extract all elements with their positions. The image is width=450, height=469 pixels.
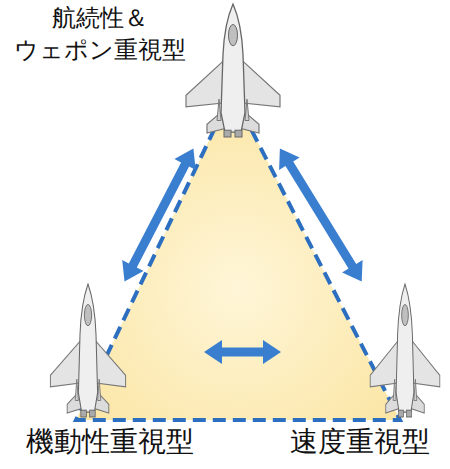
trade-off-triangle [76, 92, 400, 420]
aircraft-illustration [370, 284, 440, 417]
aircraft-illustration [50, 284, 125, 417]
trade-off-arrow [204, 340, 281, 364]
aircraft-type-node: 航続性＆ ウェポン重視型 [5, 0, 285, 145]
type-label: 機動性重視型 [20, 423, 200, 461]
type-label: 速度重視型 [285, 423, 435, 461]
type-label: 航続性＆ ウェポン重視型 [10, 2, 190, 67]
aircraft-type-node: 速度重視型 [285, 285, 445, 465]
aircraft-type-node: 機動性重視型 [20, 285, 200, 465]
trade-off-arrow [122, 149, 196, 282]
aircraft-illustration [186, 4, 280, 137]
trade-off-arrow [279, 148, 363, 281]
